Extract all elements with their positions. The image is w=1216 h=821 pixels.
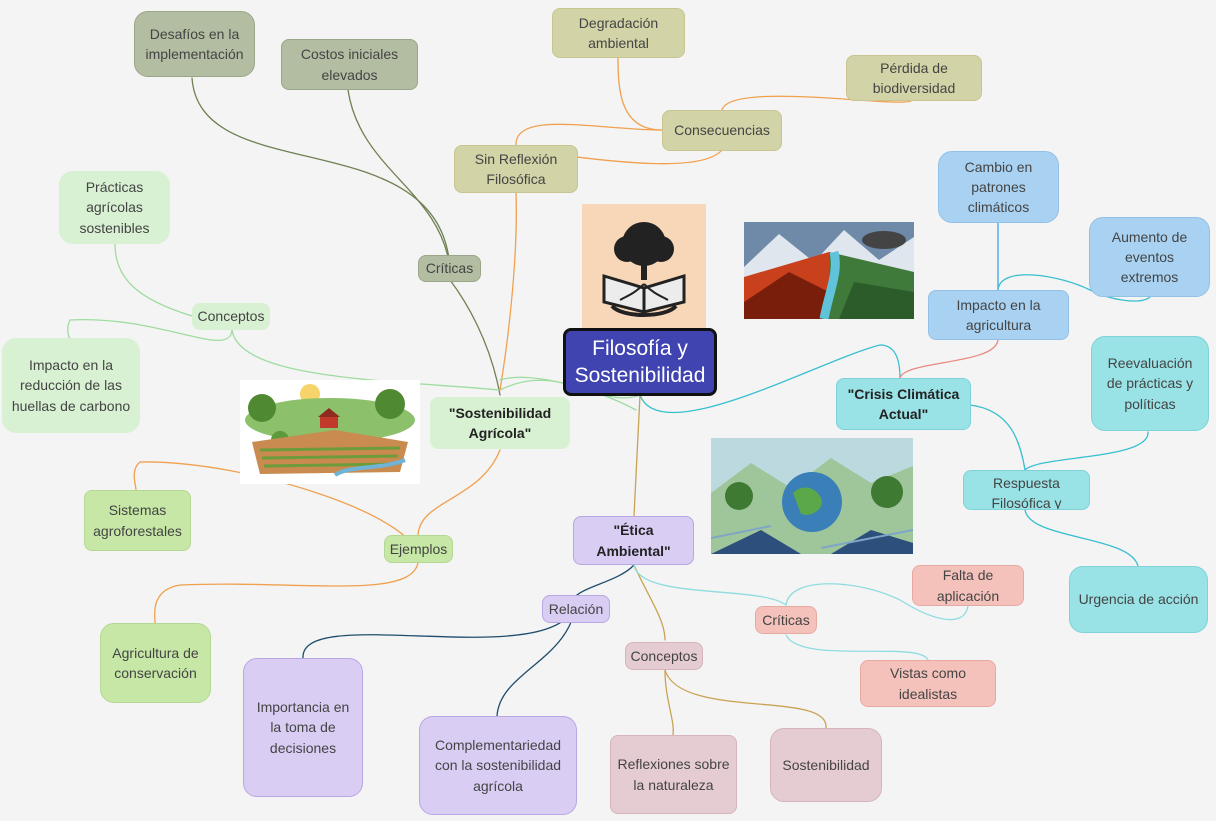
climate-contrast-image xyxy=(744,222,914,319)
link-etica-relacion xyxy=(576,564,635,596)
link-agricola-ejemplos xyxy=(417,449,501,536)
subtopic-ejemplos[interactable]: Ejemplos xyxy=(384,535,453,563)
link-conceptos-practicas xyxy=(114,243,193,317)
link-consecuencias-biodiversidad xyxy=(721,95,913,111)
node-costos-iniciales[interactable]: Costos iniciales elevados xyxy=(281,39,418,90)
link-root-crisis xyxy=(639,344,901,414)
link-conceptos-reflexiones xyxy=(664,669,674,736)
node-cambio-patrones[interactable]: Cambio en patrones climáticos xyxy=(938,151,1059,223)
node-impacto-carbono[interactable]: Impacto en la reducción de las huellas d… xyxy=(2,338,140,433)
link-criticas-costos xyxy=(347,89,451,269)
link-criticas-falta xyxy=(785,583,969,621)
subtopic-criticas-agricola[interactable]: Críticas xyxy=(418,255,481,282)
link-respuesta-reevaluacion xyxy=(1024,431,1149,471)
node-sostenibilidad[interactable]: Sostenibilidad xyxy=(770,728,882,802)
node-practicas-agricolas[interactable]: Prácticas agrícolas sostenibles xyxy=(59,171,170,244)
link-conceptos-sostenibilidad xyxy=(664,669,827,729)
node-importancia-decisiones[interactable]: Importancia en la toma de decisiones xyxy=(243,658,363,797)
link-relacion-importancia xyxy=(302,594,578,659)
link-etica-conceptos xyxy=(633,564,666,641)
subtopic-conceptos-agricola[interactable]: Conceptos xyxy=(192,303,270,330)
node-complementariedad[interactable]: Complementariedad con la sostenibilidad … xyxy=(419,716,577,815)
link-conceptos-impacto xyxy=(67,318,233,342)
topic-sostenibilidad-agricola[interactable]: "Sostenibilidad Agrícola" xyxy=(430,397,570,449)
earth-ecosystem-image xyxy=(711,438,913,554)
link-crisis-impacto xyxy=(899,339,999,379)
node-falta-aplicacion[interactable]: Falta de aplicación xyxy=(912,565,1024,606)
tree-book-icon xyxy=(602,222,686,317)
subtopic-conceptos-etica[interactable]: Conceptos xyxy=(625,642,703,670)
subtopic-respuesta-filosofica[interactable]: Respuesta Filosófica y xyxy=(963,470,1090,510)
tree-book-illustration xyxy=(582,204,706,328)
link-agricola-conceptos xyxy=(231,329,501,391)
link-consecuencias-degradacion xyxy=(617,57,663,131)
subtopic-consecuencias[interactable]: Consecuencias xyxy=(662,110,782,151)
link-agricola-criticas xyxy=(449,279,501,396)
node-degradacion-ambiental[interactable]: Degradación ambiental xyxy=(552,8,685,58)
link-ejemplos-conservacion xyxy=(154,562,419,624)
node-urgencia-accion[interactable]: Urgencia de acción xyxy=(1069,566,1208,633)
node-perdida-biodiversidad[interactable]: Pérdida de biodiversidad xyxy=(846,55,982,101)
link-ejemplos-agroforestales xyxy=(133,461,419,564)
link-etica-criticas xyxy=(633,564,787,606)
node-desafios-implementacion[interactable]: Desafíos en la implementación xyxy=(134,11,255,77)
root-topic[interactable]: Filosofía y Sostenibilidad xyxy=(563,328,717,396)
subtopic-relacion[interactable]: Relación xyxy=(542,595,610,623)
node-reevaluacion-practicas[interactable]: Reevaluación de prácticas y políticas xyxy=(1091,336,1209,431)
farm-fields-image xyxy=(240,380,420,484)
link-respuesta-urgencia xyxy=(1024,509,1139,567)
node-aumento-eventos[interactable]: Aumento de eventos extremos xyxy=(1089,217,1210,297)
topic-etica-ambiental[interactable]: "Ética Ambiental" xyxy=(573,516,694,565)
topic-crisis-climatica[interactable]: "Crisis Climática Actual" xyxy=(836,378,971,430)
topic-sin-reflexion[interactable]: Sin Reflexión Filosófica xyxy=(454,145,578,193)
link-root-etica xyxy=(633,394,641,517)
subtopic-criticas-etica[interactable]: Críticas xyxy=(755,606,817,634)
link-agricola-sinreflexion xyxy=(499,192,517,391)
node-reflexiones-naturaleza[interactable]: Reflexiones sobre la naturaleza xyxy=(610,735,737,814)
link-criticas-vistas xyxy=(785,634,929,661)
node-vistas-idealistas[interactable]: Vistas como idealistas xyxy=(860,660,996,707)
root-topic-label: Filosofía y Sostenibilidad xyxy=(574,336,706,387)
link-sinreflexion-consecuencias xyxy=(515,123,663,146)
node-agricultura-conservacion[interactable]: Agricultura de conservación xyxy=(100,623,211,703)
link-crisis-respuesta xyxy=(969,404,1026,471)
node-sistemas-agroforestales[interactable]: Sistemas agroforestales xyxy=(84,490,191,551)
subtopic-impacto-agricultura[interactable]: Impacto en la agricultura xyxy=(928,290,1069,340)
link-criticas-desafios xyxy=(191,77,451,269)
